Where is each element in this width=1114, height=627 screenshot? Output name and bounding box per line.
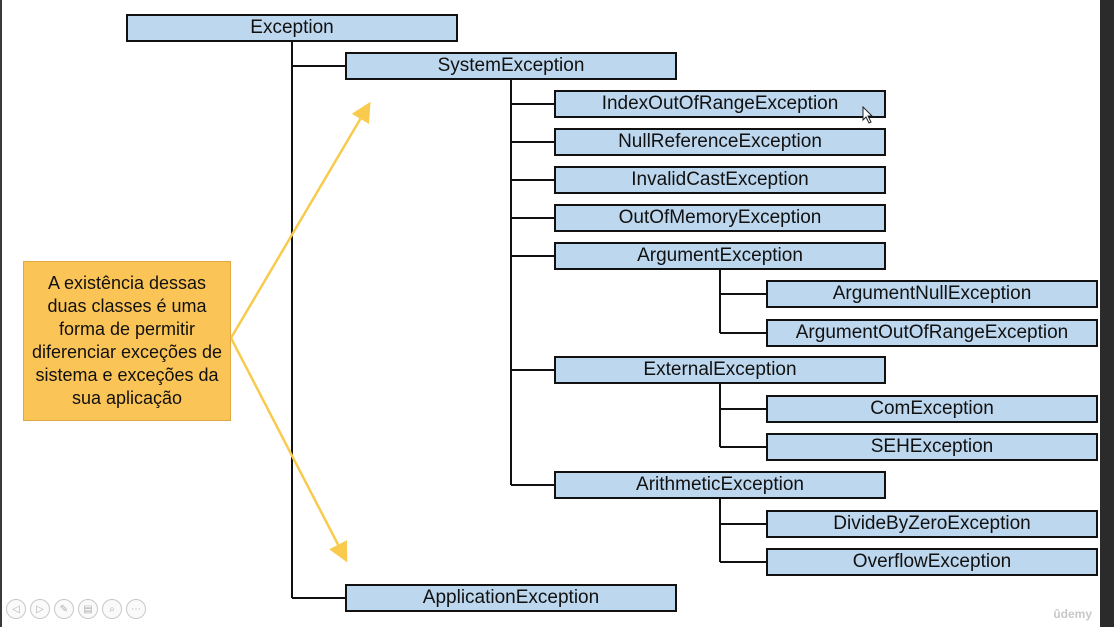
- node-exception: Exception: [126, 14, 458, 42]
- node-argument-out-of-range: ArgumentOutOfRangeException: [766, 319, 1098, 347]
- next-icon[interactable]: ▷: [30, 599, 50, 619]
- node-argument-null: ArgumentNullException: [766, 280, 1098, 308]
- window-frame-left: [0, 0, 2, 627]
- node-argument-exception: ArgumentException: [554, 242, 886, 270]
- node-external-exception: ExternalException: [554, 356, 886, 384]
- node-system-exception: SystemException: [345, 52, 677, 80]
- arrow-to-application: [229, 337, 348, 563]
- node-invalid-cast: InvalidCastException: [554, 166, 886, 194]
- node-overflow-exception: OverflowException: [766, 548, 1098, 576]
- more-icon[interactable]: ⋯: [126, 599, 146, 619]
- node-index-out-of-range: IndexOutOfRangeException: [554, 90, 886, 118]
- arrow-to-system: [229, 101, 371, 339]
- node-divide-by-zero: DivideByZeroException: [766, 510, 1098, 538]
- node-null-reference: NullReferenceException: [554, 128, 886, 156]
- node-com-exception: ComException: [766, 395, 1098, 423]
- previous-icon[interactable]: ◁: [6, 599, 26, 619]
- watermark-logo: ûdemy: [1053, 607, 1092, 621]
- zoom-icon[interactable]: ⌕: [102, 599, 122, 619]
- node-application-exception: ApplicationException: [345, 584, 677, 612]
- callout-note: A existência dessas duas classes é uma f…: [23, 261, 231, 421]
- node-seh-exception: SEHException: [766, 433, 1098, 461]
- window-frame-right: [1100, 0, 1114, 627]
- mouse-cursor-icon: [862, 106, 874, 124]
- node-out-of-memory: OutOfMemoryException: [554, 204, 886, 232]
- slides-icon[interactable]: ▤: [78, 599, 98, 619]
- node-arithmetic-exception: ArithmeticException: [554, 471, 886, 499]
- pen-icon[interactable]: ✎: [54, 599, 74, 619]
- player-controls: ◁ ▷ ✎ ▤ ⌕ ⋯: [6, 599, 146, 623]
